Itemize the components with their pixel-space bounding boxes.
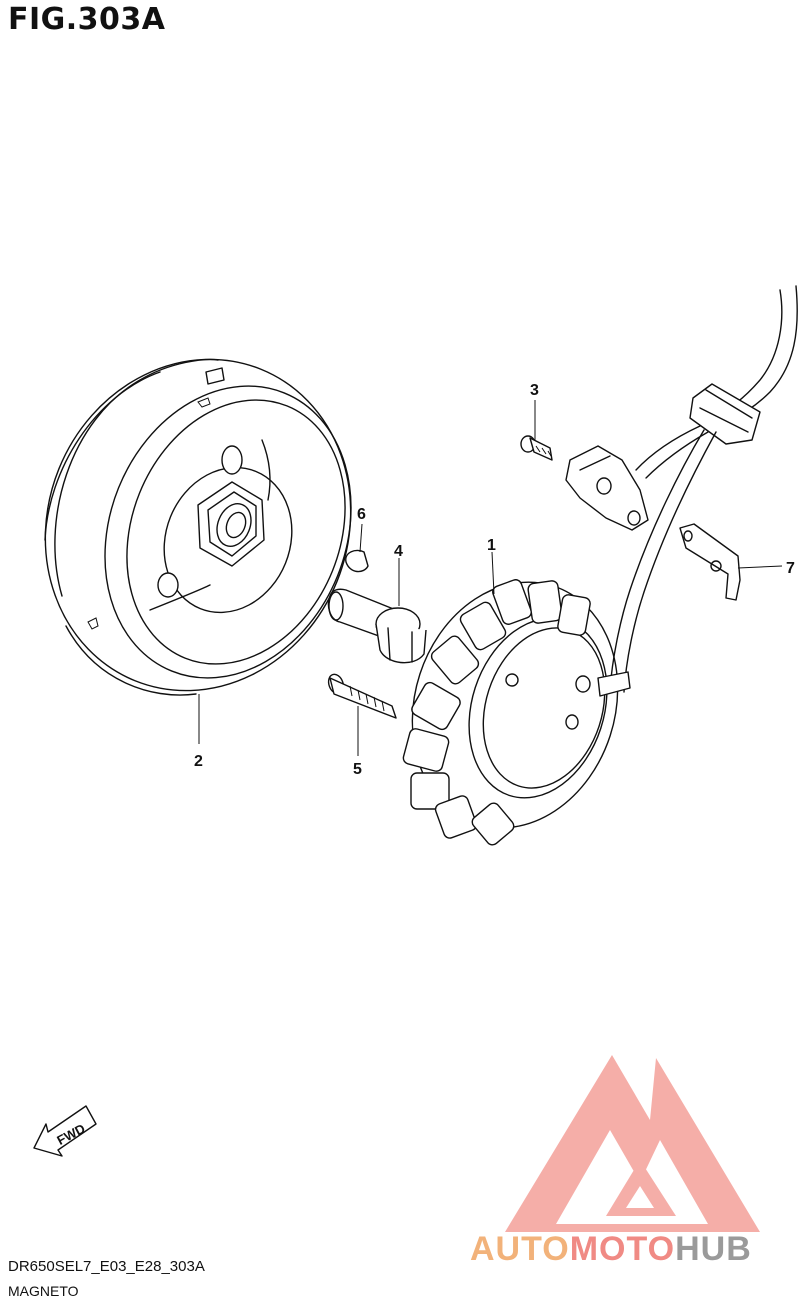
leader-lines [198, 400, 783, 756]
figure-code: DR650SEL7_E03_E28_303A [8, 1258, 205, 1275]
callout-7: 7 [786, 560, 795, 577]
watermark-logo-icon [505, 1055, 760, 1232]
figure-title: FIG.303A [8, 2, 166, 37]
clamp-part-7 [679, 523, 741, 601]
bolt-part-4 [327, 588, 427, 664]
key-part-6 [345, 549, 369, 573]
callout-5: 5 [353, 761, 362, 778]
wiring-harness [597, 285, 798, 697]
callout-4: 4 [394, 543, 403, 560]
callout-3: 3 [530, 382, 539, 399]
stator-part-1 [402, 579, 619, 846]
callout-6: 6 [357, 506, 366, 523]
watermark-text: AUTOMOTOHUB [470, 1230, 752, 1268]
bolt-part-5 [327, 673, 397, 719]
fwd-arrow-icon: FWD [33, 1105, 97, 1157]
screw-part-3 [520, 435, 553, 461]
rotor-part-2 [44, 358, 352, 696]
figure-name: MAGNETO [8, 1283, 79, 1299]
pickup-coil [565, 445, 649, 531]
callout-1: 1 [487, 537, 496, 554]
callout-2: 2 [194, 753, 203, 770]
